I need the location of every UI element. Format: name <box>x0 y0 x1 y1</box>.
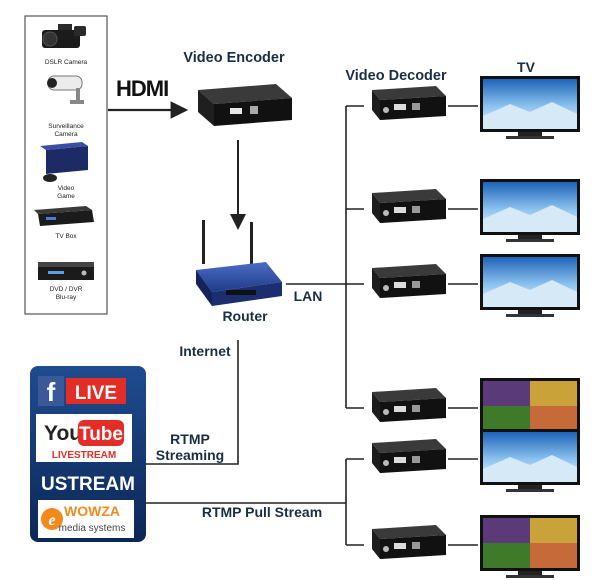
svg-text:USTREAM: USTREAM <box>41 474 135 495</box>
camera-icon <box>42 24 86 48</box>
svg-text:Tube: Tube <box>79 424 123 445</box>
rtmp-pull-label: RTMP Pull Stream <box>202 504 322 520</box>
source-label-video-2: Game <box>57 193 75 200</box>
facebook-live-logo: f LIVE <box>38 376 126 407</box>
ustream-logo: USTREAM <box>41 474 135 495</box>
tv-title: TV <box>517 59 536 75</box>
game-console-icon <box>40 142 88 182</box>
surveillance-camera-icon <box>47 75 84 104</box>
tv-monitor-icon <box>480 179 580 242</box>
svg-text:e: e <box>48 512 55 529</box>
video-decoder-device <box>372 189 446 223</box>
svg-text:f: f <box>47 377 56 407</box>
lan-label: LAN <box>294 288 323 304</box>
decoder-group <box>372 86 446 559</box>
svg-text:WOWZA: WOWZA <box>64 503 120 519</box>
internet-link <box>146 340 239 465</box>
source-devices-panel: DSLR Camera Surveillance Camera Video Ga… <box>24 15 108 315</box>
video-decoder-device <box>372 525 446 559</box>
tv-monitor-icon <box>480 378 580 441</box>
tv-group <box>448 76 580 578</box>
source-label-dvd-1: DVD / DVR <box>50 286 83 293</box>
youtube-livestream-logo: You Tube LIVESTREAM <box>36 414 132 462</box>
video-decoder-device <box>372 388 446 422</box>
encoder-device <box>198 84 292 126</box>
dvd-player-icon <box>38 262 94 280</box>
rtmp-streaming-label-2: Streaming <box>156 447 224 463</box>
video-decoder-device <box>372 439 446 473</box>
video-decoder-device <box>372 264 446 298</box>
router-label: Router <box>222 308 268 324</box>
tv-monitor-icon <box>480 515 580 578</box>
decoder-title: Video Decoder <box>345 68 447 84</box>
svg-text:You: You <box>44 422 82 445</box>
source-label-video-1: Video <box>58 185 75 192</box>
source-label-dvd-2: Blu-ray <box>56 294 77 301</box>
wowza-logo: e WOWZA media systems <box>38 500 134 538</box>
streaming-platforms-panel: f LIVE You Tube LIVESTREAM USTREAM e WOW… <box>30 366 146 542</box>
video-decoder-device <box>372 86 446 120</box>
svg-text:media systems: media systems <box>59 523 126 534</box>
svg-text:LIVESTREAM: LIVESTREAM <box>52 450 116 461</box>
source-label-surveillance-1: Surveillance <box>48 123 84 130</box>
tv-monitor-icon <box>480 429 580 492</box>
tv-monitor-icon <box>480 254 580 317</box>
source-label-tvbox: TV Box <box>55 233 77 240</box>
encoder-title: Video Encoder <box>183 50 285 66</box>
svg-text:LIVE: LIVE <box>75 383 117 404</box>
source-label-dslr: DSLR Camera <box>45 59 88 66</box>
tv-box-icon <box>34 206 94 226</box>
tv-monitor-icon <box>480 76 580 139</box>
source-label-surveillance-2: Camera <box>54 131 78 138</box>
router-icon <box>196 220 282 306</box>
rtmp-streaming-label-1: RTMP <box>170 431 210 447</box>
internet-label: Internet <box>179 343 231 359</box>
hdmi-logo: HDMI <box>116 76 168 101</box>
